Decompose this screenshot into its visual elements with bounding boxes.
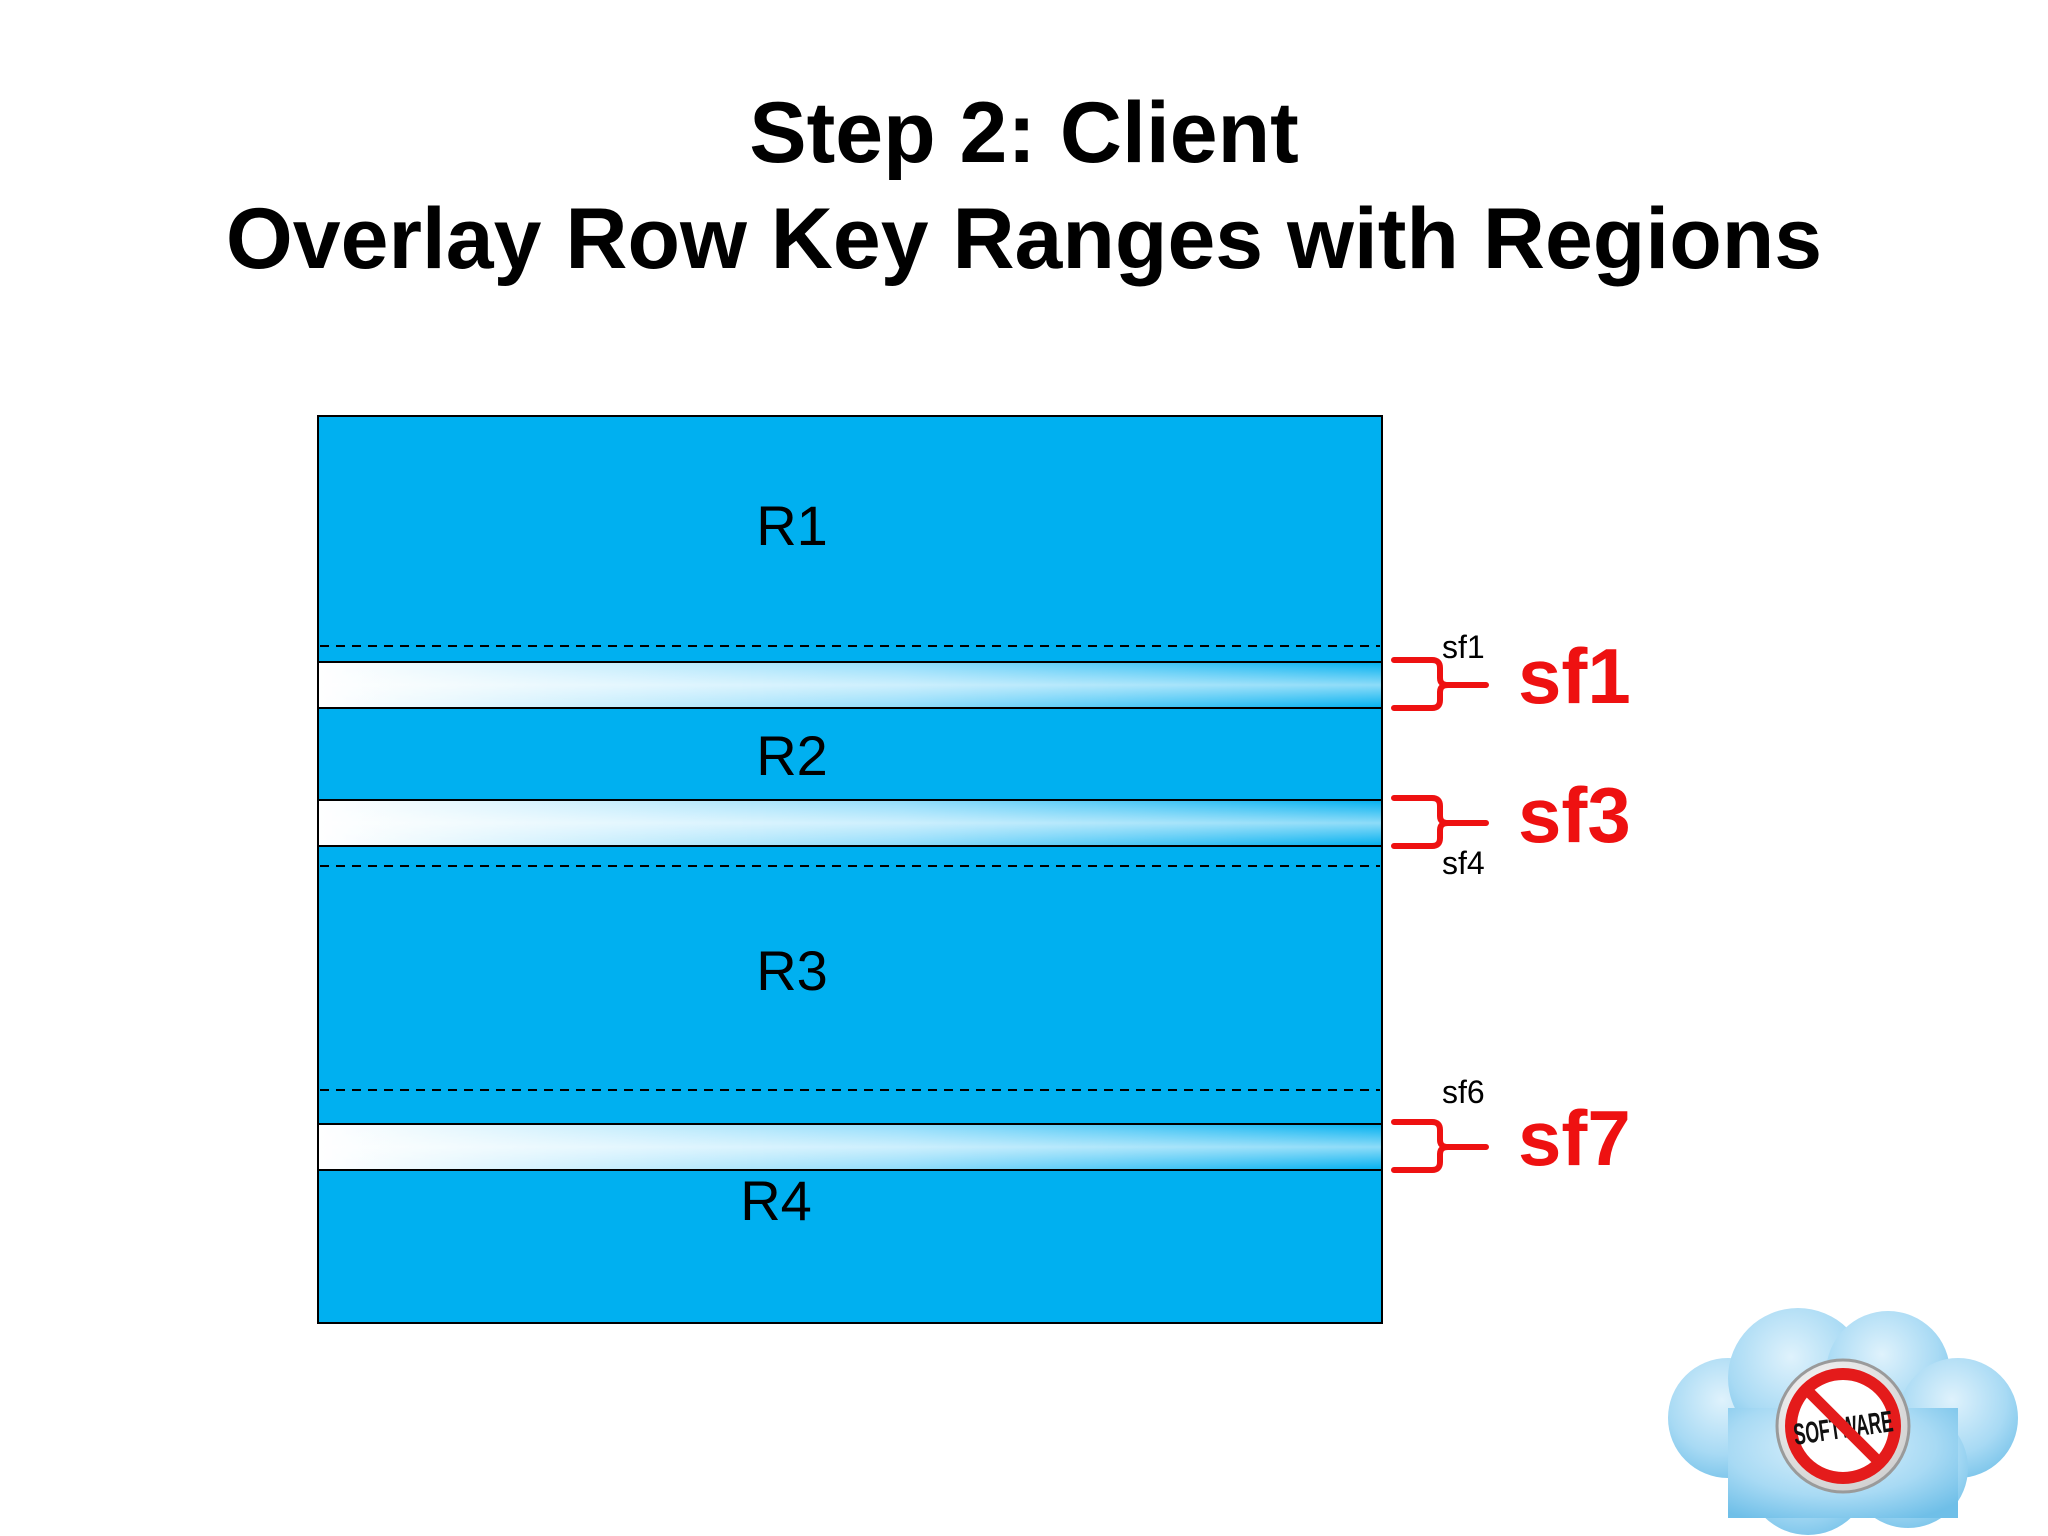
store-file-band-sf3 (318, 799, 1382, 847)
store-file-band-sf1 (318, 661, 1382, 709)
region-block-r2 (318, 708, 1382, 800)
bracket-icon-sf1 (1391, 657, 1489, 711)
page-title: Step 2: Client Overlay Row Key Ranges wi… (0, 80, 2048, 292)
title-line-1: Step 2: Client (749, 85, 1299, 181)
highlight-label-sf1: sf1 (1518, 632, 1631, 720)
store-file-band-sf7 (318, 1123, 1382, 1171)
store-file-label-sf4: sf4 (1442, 845, 1485, 881)
highlight-label-sf3: sf3 (1518, 771, 1631, 859)
no-software-cloud-icon: SOFTWARE (1668, 1308, 2018, 1535)
store-file-label-sf6: sf6 (1442, 1074, 1485, 1110)
store-file-label-sf1: sf1 (1442, 629, 1485, 665)
highlight-label-sf7: sf7 (1518, 1094, 1631, 1182)
region-block-r3 (318, 846, 1382, 1124)
bracket-icon-sf7 (1391, 1119, 1489, 1173)
region-label-r4: R4 (740, 1169, 812, 1232)
title-line-2: Overlay Row Key Ranges with Regions (225, 191, 1823, 287)
region-label-r1: R1 (756, 494, 828, 557)
region-block-r4 (318, 1170, 1382, 1323)
region-label-r2: R2 (756, 724, 828, 787)
table-outline (317, 415, 1383, 1324)
region-label-r3: R3 (756, 939, 828, 1002)
bracket-icon-sf3 (1391, 795, 1489, 849)
region-block-r1 (318, 416, 1382, 662)
